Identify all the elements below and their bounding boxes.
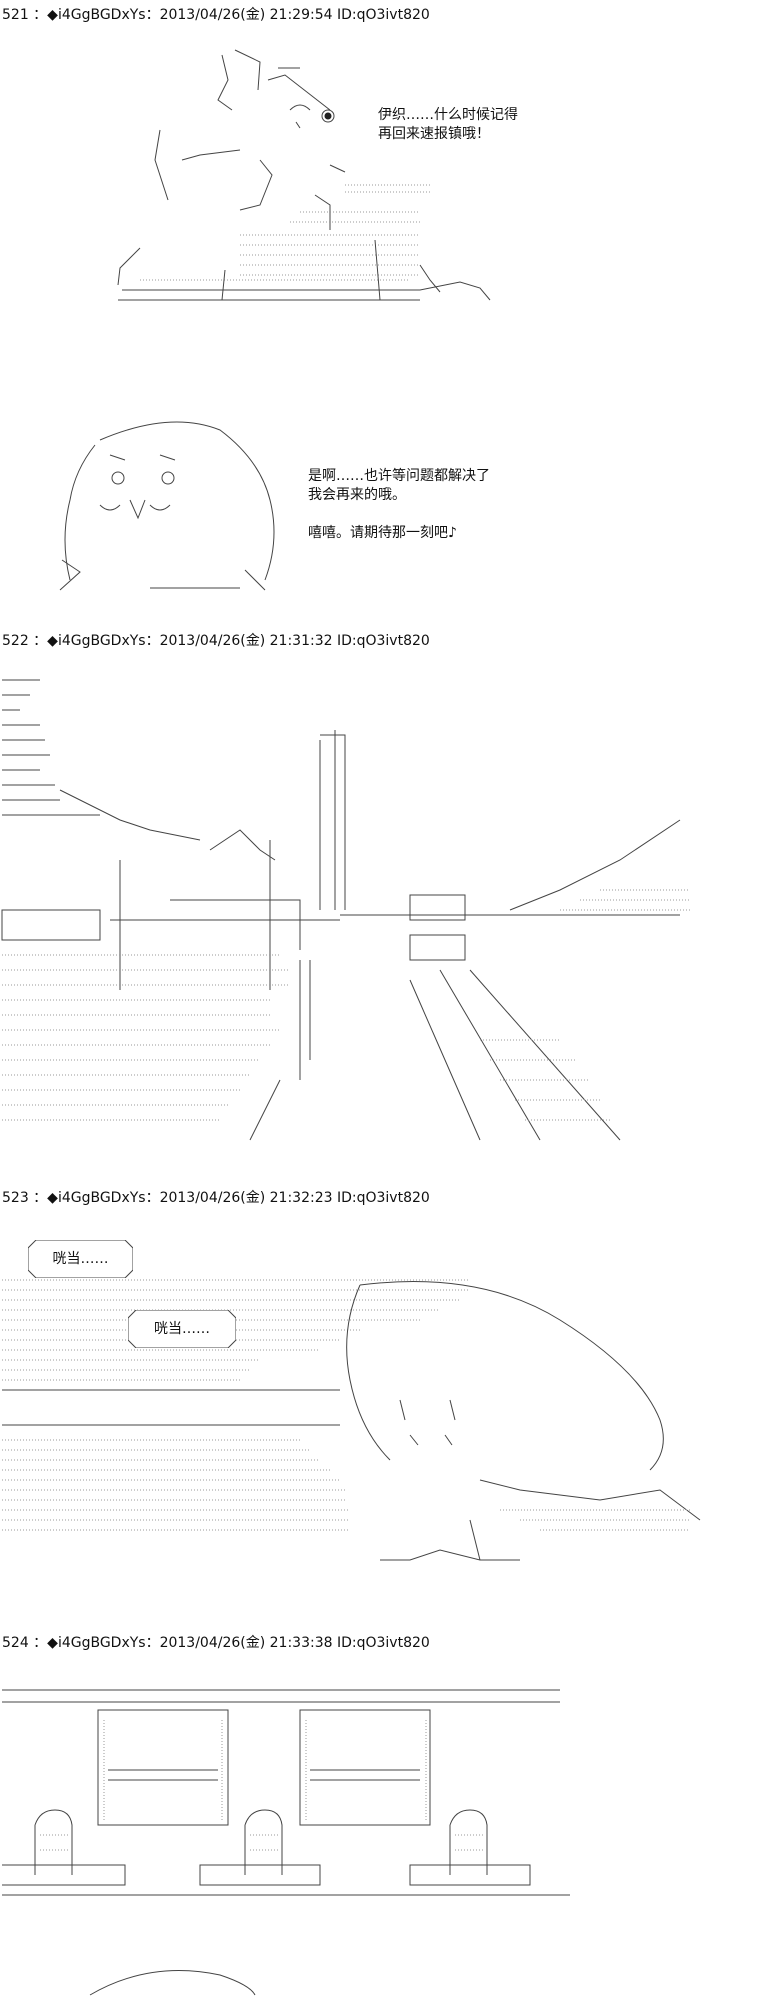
train-seats-art <box>2 1689 570 1996</box>
dialog-iori-1: 伊织……什么时候记得 再回来速报镇哦！ <box>378 107 518 142</box>
speech-bubble-2: 咣当…… <box>128 1310 236 1348</box>
post-header-522: 522 ：◆i4GgBGDxYs：2013/04/26(金) 21:31:32 … <box>2 633 430 649</box>
speech-bubble-1: 咣当…… <box>28 1240 133 1278</box>
dialog-iori-2: 是啊……也许等问题都解决了 我会再来的哦。 嘻嘻。请期待那一刻吧♪ <box>308 468 490 541</box>
character-art-bunny <box>117 49 491 301</box>
post-header-521: 521 ：◆i4GgBGDxYs：2013/04/26(金) 21:29:54 … <box>2 7 430 23</box>
town-scenery-art <box>1 679 690 1141</box>
character-art-blob <box>59 421 275 591</box>
train-interior-art <box>2 1279 701 1561</box>
post-header-524: 524 ：◆i4GgBGDxYs：2013/04/26(金) 21:33:38 … <box>2 1635 430 1651</box>
post-header-523: 523 ：◆i4GgBGDxYs：2013/04/26(金) 21:32:23 … <box>2 1190 430 1206</box>
